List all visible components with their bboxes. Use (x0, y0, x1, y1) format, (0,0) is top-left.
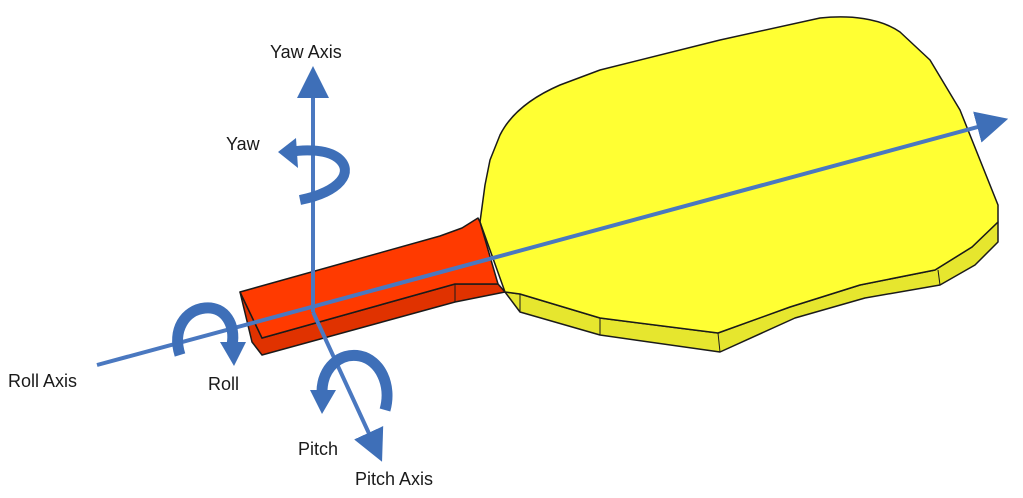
pitch-rotation-arrow-icon (310, 349, 393, 414)
roll-label: Roll (208, 374, 239, 394)
roll-axis-line (96, 111, 1009, 367)
pitch-label: Pitch (298, 439, 338, 459)
yaw-label: Yaw (226, 134, 261, 154)
roll-axis-label: Roll Axis (8, 371, 77, 391)
paddle-face (479, 16, 999, 334)
pitch-axis-label: Pitch Axis (355, 469, 433, 489)
yaw-rotation-arrow-icon (278, 138, 350, 205)
paddle-handle (239, 217, 506, 356)
roll-rotation-arrow-icon (172, 302, 246, 366)
yaw-axis-label: Yaw Axis (270, 42, 342, 62)
pitch-axis-line (311, 311, 384, 462)
pickleball-paddle (479, 16, 999, 353)
